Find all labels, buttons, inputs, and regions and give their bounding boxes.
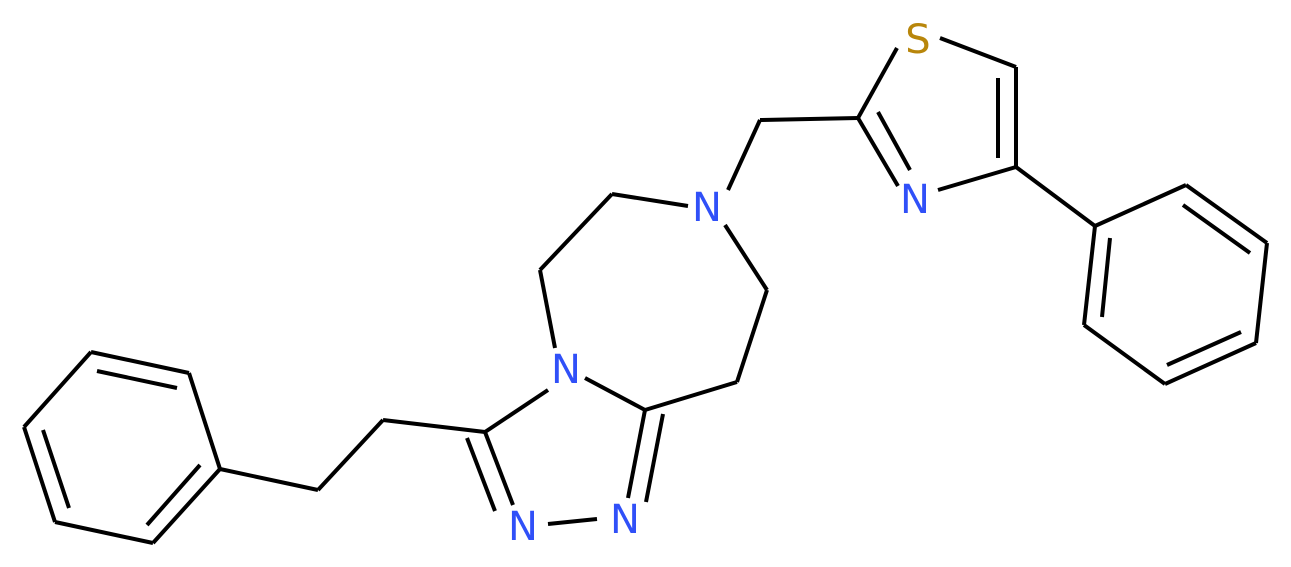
bond-line: [1014, 165, 1097, 228]
atom-s-thiazole: S: [905, 17, 930, 63]
atom-n7-diazepine: N: [692, 185, 722, 231]
bond-line: [54, 520, 154, 545]
bond-line: [90, 350, 190, 375]
bond-line: [1164, 341, 1257, 386]
bond-line: [22, 426, 57, 523]
bond-line: [382, 418, 486, 434]
bond-line: [937, 165, 1017, 192]
bond-line: [939, 36, 1017, 69]
bond-line: [1181, 203, 1252, 255]
atom-n4-bridgehead: N: [551, 347, 581, 393]
bond-line: [22, 350, 93, 429]
bond-line: [856, 47, 899, 119]
bond-line: [1094, 183, 1187, 228]
atom-n1-triazole: N: [508, 504, 538, 550]
bond-line: [611, 192, 689, 208]
bond-line: [644, 380, 738, 412]
bond-line: [1166, 330, 1242, 367]
bond-line: [483, 388, 550, 434]
bond-line: [145, 463, 202, 527]
bond-layer: [22, 36, 1269, 545]
bond-line: [219, 467, 319, 492]
bond-line: [735, 289, 769, 383]
bond-line: [151, 467, 222, 545]
atom-n-thiazole: N: [900, 177, 930, 223]
bond-line: [876, 111, 912, 171]
bond-line: [1082, 225, 1097, 326]
bond-line: [1082, 323, 1167, 386]
bond-line: [644, 413, 665, 503]
bond-line: [316, 418, 385, 492]
bond-line: [626, 409, 647, 499]
bond-line: [547, 517, 598, 526]
bond-line: [1254, 242, 1269, 344]
bond-line: [538, 192, 614, 272]
bond-line: [759, 116, 859, 122]
bond-line: [465, 437, 497, 512]
bond-line: [187, 372, 222, 470]
bond-line: [1184, 183, 1269, 245]
bond-line: [726, 119, 762, 191]
atom-label-layer: N N N N N S: [508, 17, 931, 550]
bond-line: [723, 223, 769, 292]
bond-line: [584, 376, 646, 412]
bond-line: [41, 429, 71, 509]
bond-line: [483, 431, 515, 506]
bond-line: [1100, 237, 1112, 318]
bond-line: [96, 369, 178, 390]
bond-line: [538, 269, 557, 349]
bond-line: [856, 116, 900, 188]
atom-n2-triazole: N: [610, 497, 640, 543]
